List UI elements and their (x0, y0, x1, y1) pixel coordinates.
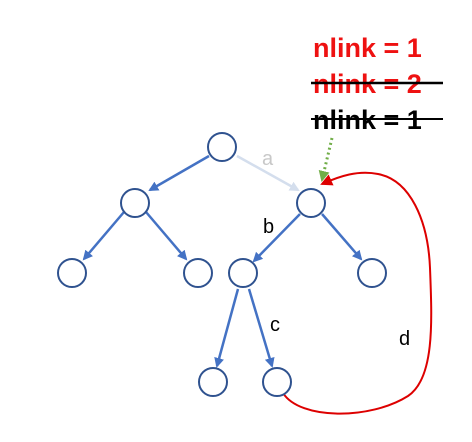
edge-right-rightright (321, 213, 363, 261)
node-left (120, 188, 150, 218)
node-leaf-left (198, 367, 228, 397)
node-rightright (357, 258, 387, 288)
nlink-current: nlink = 1 (313, 33, 422, 63)
edge-label-b: b (263, 216, 274, 238)
node-leftright (183, 258, 213, 288)
node-root (207, 132, 237, 162)
node-leftleft (57, 258, 87, 288)
node-leaf-right (262, 367, 292, 397)
edge-left-leftright (145, 211, 188, 261)
node-dir (228, 258, 258, 288)
edge-a-root-right (236, 154, 300, 192)
link-arrow-d (282, 171, 433, 415)
edge-label-c: c (270, 314, 280, 336)
edge-label-a: a (262, 148, 274, 170)
node-right (296, 188, 326, 218)
edge-root-left (148, 154, 210, 192)
nlink-pointer-arrow (318, 137, 334, 182)
edge-dir-leaf-left (214, 288, 240, 368)
edge-c-dir-leaf-right (247, 288, 275, 368)
edge-b-right-dir (252, 213, 301, 263)
edge-label-d: d (399, 328, 410, 350)
edge-left-leftleft (82, 211, 125, 261)
